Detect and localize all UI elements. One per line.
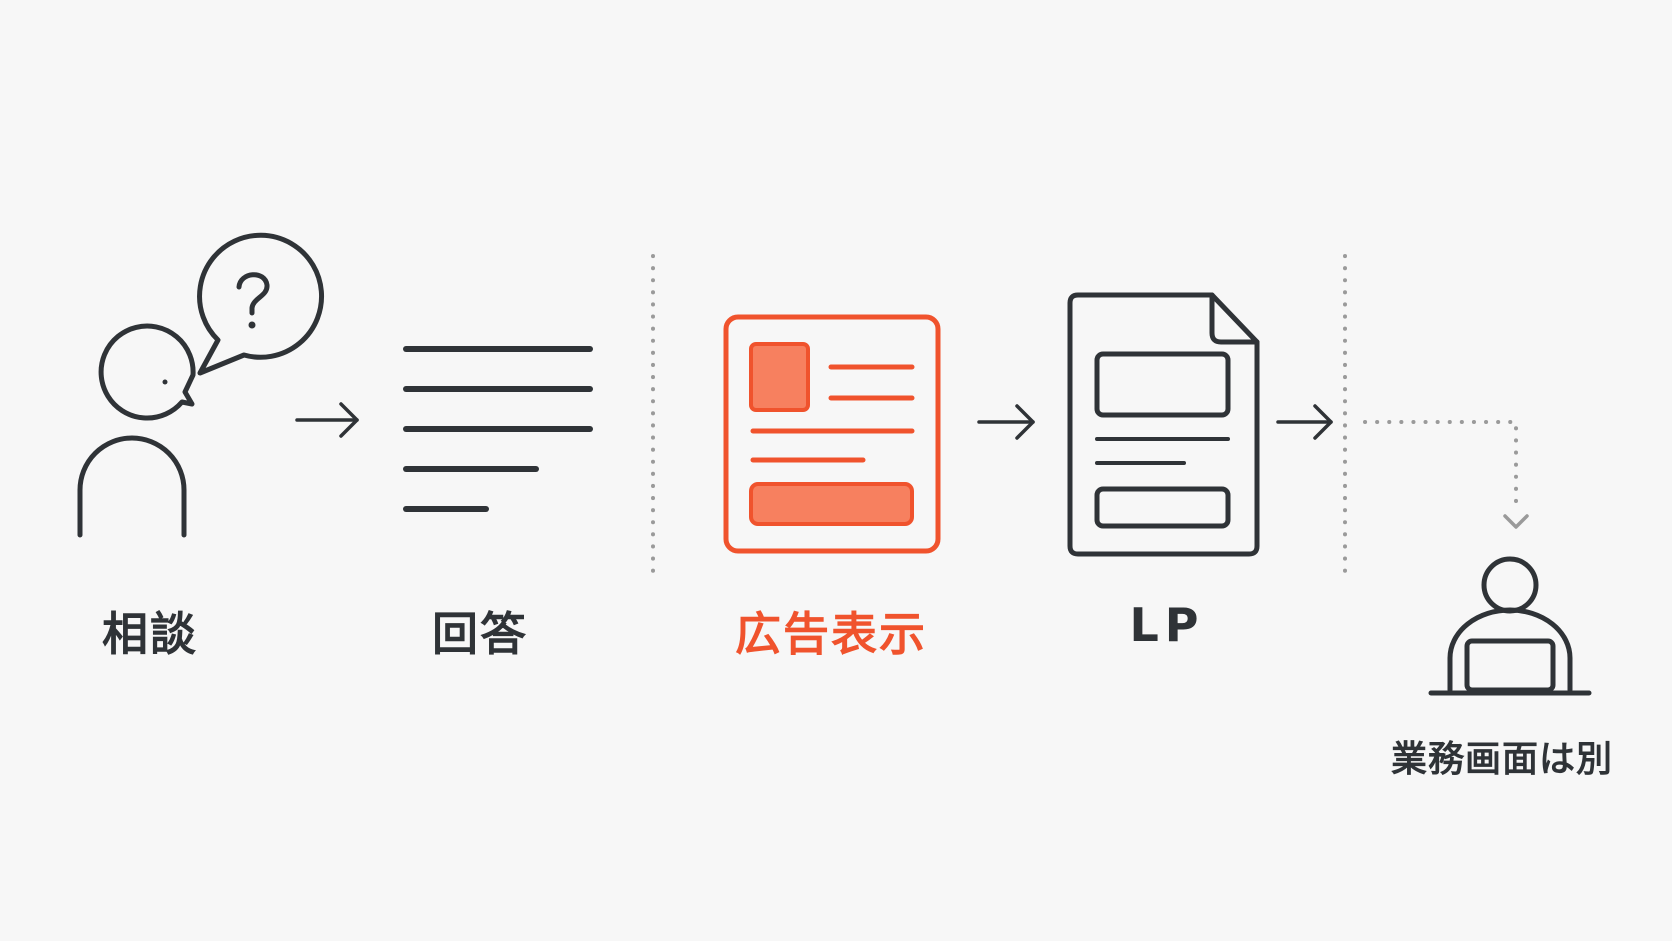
step-label-lp: LP	[1129, 598, 1205, 652]
person-question-icon	[77, 232, 324, 538]
person-eye	[162, 379, 168, 385]
step-label-consultation: 相談	[102, 607, 198, 661]
question-dot	[248, 321, 256, 329]
document-icon	[1067, 292, 1260, 557]
dotted-connector	[1363, 420, 1529, 529]
person-body	[77, 435, 187, 538]
text-lines-icon	[403, 346, 593, 512]
step-label-ad-display: 広告表示	[735, 607, 927, 661]
step-label-answer: 回答	[432, 607, 528, 661]
arrow-consultation-to-answer	[295, 402, 359, 438]
person-at-laptop-icon	[1428, 556, 1592, 696]
arrow-ad-to-lp	[977, 404, 1035, 440]
ad-card-icon	[723, 314, 941, 554]
question-mark	[236, 272, 270, 316]
speech-bubble	[197, 232, 324, 376]
separate-screen-label: 業務画面は別	[1390, 739, 1614, 780]
arrow-lp-to-exit	[1276, 404, 1333, 440]
person-head	[98, 323, 196, 421]
